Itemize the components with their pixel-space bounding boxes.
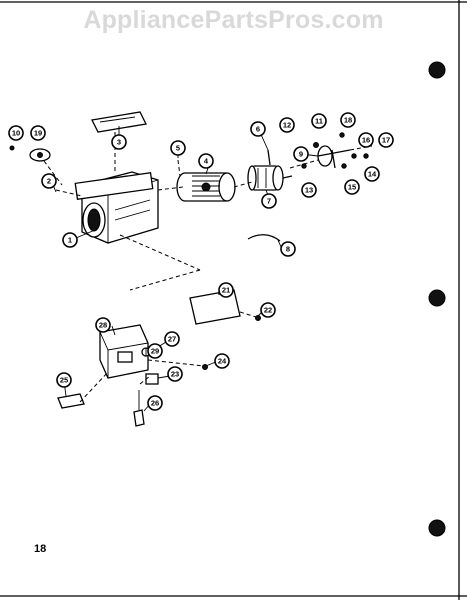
access-panel-part [189, 289, 241, 325]
callout-number: 10 [12, 129, 20, 138]
callout-26: 26 [147, 395, 163, 411]
callout-number: 29 [151, 347, 159, 356]
screw-22-part [255, 315, 261, 321]
binder-hole-middle [428, 289, 446, 307]
callout-number: 6 [256, 125, 260, 134]
binder-hole-bottom [428, 519, 446, 537]
control-box-part [99, 324, 151, 379]
screw-19-part [9, 145, 15, 151]
connector-part [133, 409, 145, 427]
callout-number: 23 [171, 370, 179, 379]
callout-12: 12 [279, 117, 295, 133]
callout-number: 17 [382, 136, 390, 145]
callout-number: 16 [362, 136, 370, 145]
watermark: AppliancePartsPros.com [83, 6, 384, 34]
callout-number: 1 [68, 236, 72, 245]
callout-number: 26 [151, 399, 159, 408]
callout-11: 11 [311, 113, 327, 129]
motor-bracket-part [301, 132, 369, 169]
callout-25: 25 [56, 372, 72, 388]
callout-17: 17 [378, 132, 394, 148]
callout-number: 4 [204, 157, 209, 166]
callout-15: 15 [344, 179, 360, 195]
callout-number: 5 [176, 144, 180, 153]
callout-3: 3 [111, 134, 127, 150]
callout-6: 6 [250, 121, 266, 137]
terminal-block-part [145, 373, 159, 385]
callout-number: 22 [264, 306, 272, 315]
callout-8: 8 [280, 241, 296, 257]
callout-16: 16 [358, 132, 374, 148]
page-number: 18 [34, 543, 47, 555]
motor-part [247, 149, 293, 191]
callout-number: 27 [168, 335, 176, 344]
callout-number: 11 [315, 117, 323, 126]
callout-number: 18 [344, 116, 352, 125]
callout-29: 29 [147, 343, 163, 359]
callout-24: 24 [214, 353, 230, 369]
wire-part [247, 234, 281, 242]
callout-10: 10 [8, 125, 24, 141]
callout-22: 22 [260, 302, 276, 318]
blower-housing-part [74, 171, 159, 244]
callout-number: 9 [299, 150, 303, 159]
knob-part [57, 393, 85, 409]
callout-19: 19 [30, 125, 46, 141]
callout-number: 8 [286, 245, 290, 254]
callout-23: 23 [167, 366, 183, 382]
callout-number: 12 [283, 121, 291, 130]
binder-hole-top [428, 61, 446, 79]
callout-number: 3 [117, 138, 121, 147]
callout-27: 27 [164, 331, 180, 347]
callout-7: 7 [261, 193, 277, 209]
callout-number: 28 [99, 321, 107, 330]
blower-wheel-part [176, 172, 236, 202]
callout-9: 9 [293, 146, 309, 162]
callout-1: 1 [62, 232, 78, 248]
callout-2: 2 [41, 173, 57, 189]
callout-number: 25 [60, 376, 68, 385]
callout-21: 21 [218, 282, 234, 298]
callout-number: 13 [305, 186, 313, 195]
callout-28: 28 [95, 317, 111, 333]
assembly-lines [43, 132, 373, 403]
callout-4: 4 [198, 153, 214, 169]
callout-5: 5 [170, 140, 186, 156]
callout-number: 7 [267, 197, 271, 206]
callout-number: 14 [368, 170, 377, 179]
callout-number: 2 [47, 177, 51, 186]
callout-14: 14 [364, 166, 380, 182]
callout-18: 18 [340, 112, 356, 128]
callout-number: 15 [348, 183, 356, 192]
callout-number: 21 [222, 286, 230, 295]
callout-13: 13 [301, 182, 317, 198]
callout-number: 19 [34, 129, 42, 138]
callout-number: 24 [218, 357, 227, 366]
